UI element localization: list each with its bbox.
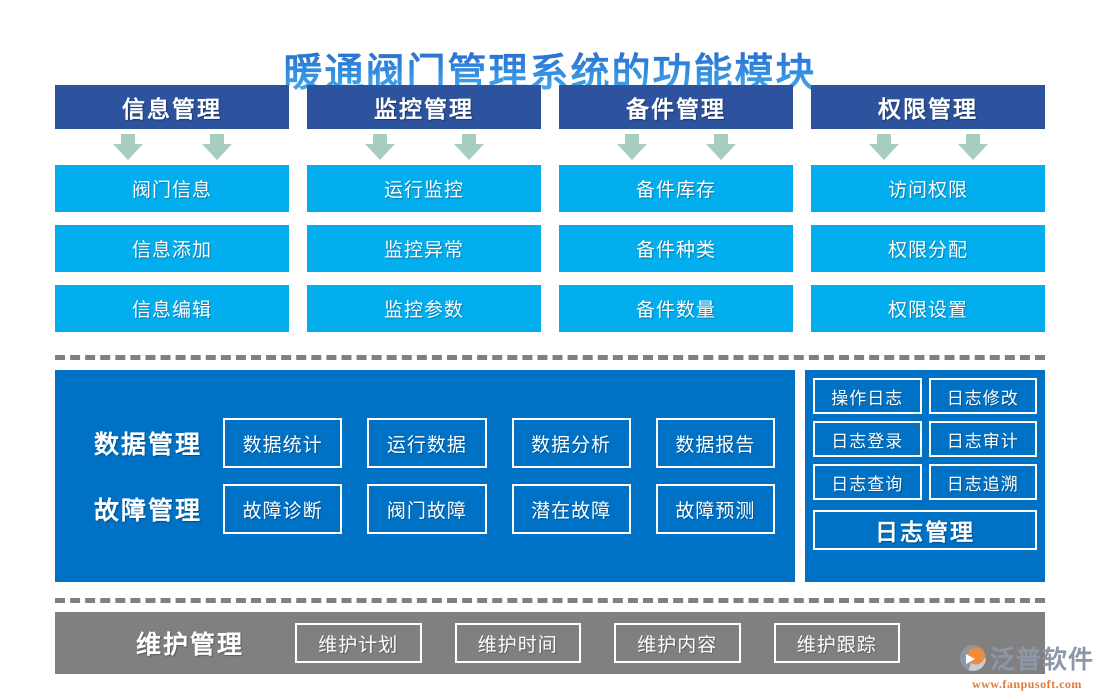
arrow-row-monitoring	[307, 129, 541, 165]
module-column-permissions: 权限管理 访问权限 权限分配 权限设置	[811, 85, 1045, 332]
maintenance-item[interactable]: 维护时间	[454, 623, 581, 663]
data-item[interactable]: 运行数据	[367, 418, 487, 468]
maintenance-item[interactable]: 维护跟踪	[773, 623, 900, 663]
fault-item[interactable]: 潜在故障	[511, 484, 631, 534]
maintenance-item[interactable]: 维护内容	[614, 623, 741, 663]
data-management-row: 数据管理 数据统计 运行数据 数据分析 数据报告	[55, 410, 795, 476]
log-item[interactable]: 操作日志	[813, 378, 922, 414]
brand-logo-row: 泛普软件	[959, 640, 1094, 676]
column-header-spare-parts[interactable]: 备件管理	[559, 85, 793, 129]
down-arrow-icon	[616, 134, 647, 160]
module-item[interactable]: 监控参数	[307, 285, 541, 332]
fault-management-items: 故障诊断 阀门故障 潜在故障 故障预测	[223, 484, 795, 534]
module-item[interactable]: 阀门信息	[55, 165, 289, 212]
module-item[interactable]: 访问权限	[811, 165, 1045, 212]
down-arrow-icon	[364, 134, 395, 160]
module-item[interactable]: 信息编辑	[55, 285, 289, 332]
maintenance-panel: 维护管理 维护计划 维护时间 维护内容 维护跟踪	[55, 612, 1045, 674]
module-item[interactable]: 权限分配	[811, 225, 1045, 272]
down-arrow-icon	[453, 134, 484, 160]
data-item[interactable]: 数据分析	[511, 418, 631, 468]
module-column-information: 信息管理 阀门信息 信息添加 信息编辑	[55, 85, 289, 332]
data-item[interactable]: 数据统计	[223, 418, 343, 468]
log-item[interactable]: 日志审计	[928, 421, 1037, 457]
brand-url: www.fanpusoft.com	[972, 677, 1082, 691]
data-item[interactable]: 数据报告	[655, 418, 775, 468]
arrow-row-permissions	[811, 129, 1045, 165]
down-arrow-icon	[112, 134, 143, 160]
data-management-label: 数据管理	[93, 432, 202, 459]
fault-management-row: 故障管理 故障诊断 阀门故障 潜在故障 故障预测	[55, 476, 795, 542]
module-columns: 信息管理 阀门信息 信息添加 信息编辑 监控管理 运行监控 监控异常 监控参数 …	[55, 85, 1045, 332]
module-item[interactable]: 备件数量	[559, 285, 793, 332]
module-item[interactable]: 运行监控	[307, 165, 541, 212]
column-header-information[interactable]: 信息管理	[55, 85, 289, 129]
log-management-title: 日志管理	[813, 510, 1037, 550]
log-item[interactable]: 日志修改	[928, 378, 1037, 414]
maintenance-label: 维护管理	[135, 632, 244, 659]
log-item[interactable]: 日志登录	[813, 421, 922, 457]
dashed-divider-top	[55, 355, 1045, 360]
fault-item[interactable]: 故障预测	[655, 484, 775, 534]
brand-name: 泛普软件	[989, 647, 1094, 674]
column-header-monitoring[interactable]: 监控管理	[307, 85, 541, 129]
brand-logo: 泛普软件 www.fanpusoft.com	[959, 640, 1094, 692]
arrow-row-spare-parts	[559, 129, 793, 165]
down-arrow-icon	[705, 134, 736, 160]
module-item[interactable]: 监控异常	[307, 225, 541, 272]
module-item[interactable]: 信息添加	[55, 225, 289, 272]
log-item[interactable]: 日志查询	[813, 464, 922, 500]
data-fault-panel: 数据管理 数据统计 运行数据 数据分析 数据报告 故障管理 故障诊断 阀门故障 …	[55, 370, 795, 582]
fault-management-label: 故障管理	[93, 498, 202, 525]
module-item[interactable]: 备件种类	[559, 225, 793, 272]
module-item[interactable]: 权限设置	[811, 285, 1045, 332]
log-management-panel: 操作日志 日志修改 日志登录 日志审计 日志查询 日志追溯 日志管理	[805, 370, 1045, 582]
down-arrow-icon	[868, 134, 899, 160]
log-items-grid: 操作日志 日志修改 日志登录 日志审计 日志查询 日志追溯	[813, 378, 1037, 500]
log-item[interactable]: 日志追溯	[928, 464, 1037, 500]
arrow-row-information	[55, 129, 289, 165]
module-item[interactable]: 备件库存	[559, 165, 793, 212]
maintenance-item[interactable]: 维护计划	[295, 623, 422, 663]
column-header-permissions[interactable]: 权限管理	[811, 85, 1045, 129]
data-management-items: 数据统计 运行数据 数据分析 数据报告	[223, 418, 795, 468]
dashed-divider-bottom	[55, 598, 1045, 603]
module-column-monitoring: 监控管理 运行监控 监控异常 监控参数	[307, 85, 541, 332]
fault-item[interactable]: 故障诊断	[223, 484, 343, 534]
down-arrow-icon	[201, 134, 232, 160]
down-arrow-icon	[957, 134, 988, 160]
maintenance-items: 维护计划 维护时间 维护内容 维护跟踪	[295, 623, 1045, 663]
fault-item[interactable]: 阀门故障	[367, 484, 487, 534]
fanpu-logo-icon	[959, 645, 986, 671]
module-column-spare-parts: 备件管理 备件库存 备件种类 备件数量	[559, 85, 793, 332]
